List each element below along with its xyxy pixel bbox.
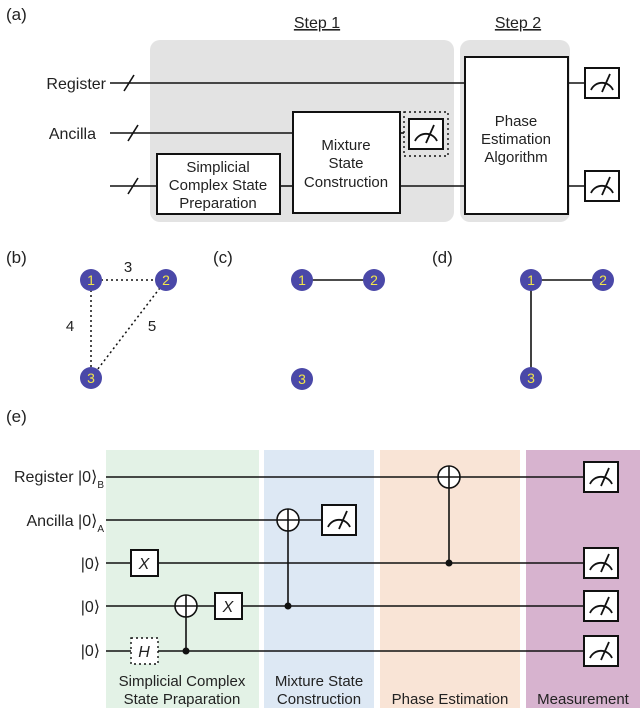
cnot-3-target xyxy=(437,465,461,489)
ancilla-meter-icon xyxy=(321,504,357,536)
x-gate-2 xyxy=(214,592,243,620)
edge-label-4: 4 xyxy=(66,318,74,335)
x-gate-1 xyxy=(130,549,159,577)
ancilla-label: Ancilla xyxy=(49,126,96,143)
edge-label-3: 3 xyxy=(124,259,132,276)
edge-2-3 xyxy=(90,279,167,379)
section-phase-label: Phase Estimation xyxy=(392,691,509,708)
x-gate-2-label: X xyxy=(222,599,235,616)
ancilla-meter-icon xyxy=(408,118,444,150)
qubit-3-meter-icon xyxy=(583,547,619,579)
node-3 xyxy=(80,367,102,389)
section-prep-label-line1: Simplicial Complex xyxy=(119,673,246,690)
system-meter-icon xyxy=(584,170,620,202)
mixture-box xyxy=(292,111,401,214)
node-1-label: 1 xyxy=(298,272,306,288)
phase-box-line3: Algorithm xyxy=(484,149,547,166)
register-meter-icon xyxy=(583,461,619,493)
step2-label: Step 2 xyxy=(495,15,541,32)
node-1 xyxy=(80,269,102,291)
prep-box-line1: Simplicial xyxy=(186,159,249,176)
section-mix-label-line1: Mixture State xyxy=(275,673,363,690)
mixture-box-line2: State xyxy=(328,155,363,172)
node-2-label: 2 xyxy=(162,272,170,288)
panel-d-label: (d) xyxy=(432,248,453,267)
prep-box-line2: Complex State xyxy=(169,177,267,194)
node-3-label: 3 xyxy=(527,370,535,386)
phase-estimation-box xyxy=(464,56,569,215)
node-1 xyxy=(291,269,313,291)
node-3 xyxy=(291,368,313,390)
system-slash xyxy=(127,177,139,195)
qubit-5-meter-icon xyxy=(583,635,619,667)
h-gate xyxy=(130,637,159,665)
section-phase-background xyxy=(380,450,520,708)
qubit-3-label: |0⟩ xyxy=(81,556,100,573)
node-2-label: 2 xyxy=(370,272,378,288)
register-slash xyxy=(123,74,135,92)
section-mix-background xyxy=(264,450,374,708)
node-1-label: 1 xyxy=(87,272,95,288)
mixture-box-line1: Mixture xyxy=(321,137,370,154)
panel-a-label: (a) xyxy=(6,5,27,24)
node-1 xyxy=(520,269,542,291)
phase-box-line2: Estimation xyxy=(481,131,551,148)
register-ket-label: Register |0⟩B xyxy=(14,469,104,491)
panel-e: (e) Register |0⟩B Ancilla |0⟩A |0⟩ |0⟩ |… xyxy=(6,407,640,708)
register-label: Register xyxy=(46,76,106,93)
panel-a: (a) Step 1 Step 2 Register Ancilla Simpl… xyxy=(6,5,620,222)
section-mix-label-line2: Construction xyxy=(277,691,361,708)
prep-box xyxy=(156,153,281,215)
ancilla-slash xyxy=(127,124,139,142)
panel-e-label: (e) xyxy=(6,407,27,426)
panel-b-label: (b) xyxy=(6,248,27,267)
register-meter-icon xyxy=(584,67,620,99)
cnot-2-target xyxy=(276,508,300,532)
edge-label-5: 5 xyxy=(148,318,156,335)
panel-c: (c) 1 2 3 xyxy=(213,248,385,390)
step1-label: Step 1 xyxy=(294,15,340,32)
panel-c-label: (c) xyxy=(213,248,233,267)
node-2 xyxy=(363,269,385,291)
node-3-label: 3 xyxy=(298,371,306,387)
node-3-label: 3 xyxy=(87,370,95,386)
node-2-label: 2 xyxy=(599,272,607,288)
qubit-4-meter-icon xyxy=(583,590,619,622)
x-gate-1-label: X xyxy=(138,556,151,573)
phase-box-line1: Phase xyxy=(495,113,538,130)
section-meas-label: Measurement xyxy=(537,691,630,708)
dashed-meter-frame xyxy=(403,111,449,157)
h-gate-label: H xyxy=(138,644,150,661)
node-2 xyxy=(155,269,177,291)
cnot-2-control-dot xyxy=(284,602,292,610)
ancilla-ket-label: Ancilla |0⟩A xyxy=(26,513,104,535)
qubit-4-label: |0⟩ xyxy=(81,599,100,616)
node-3 xyxy=(520,367,542,389)
cnot-3-control-dot xyxy=(445,559,453,567)
section-prep-background xyxy=(106,450,259,708)
section-prep-label-line2: State Praparation xyxy=(124,691,241,708)
prep-box-line3: Preparation xyxy=(179,195,257,212)
cnot-1-target xyxy=(174,594,198,618)
qubit-5-label: |0⟩ xyxy=(81,643,100,660)
mixture-box-line3: Construction xyxy=(304,174,388,191)
node-2 xyxy=(592,269,614,291)
cnot-1-control-dot xyxy=(182,647,190,655)
node-1-label: 1 xyxy=(527,272,535,288)
panel-d: (d) 1 2 3 xyxy=(432,248,614,389)
panel-b: (b) 3 4 5 1 2 3 xyxy=(6,248,177,389)
